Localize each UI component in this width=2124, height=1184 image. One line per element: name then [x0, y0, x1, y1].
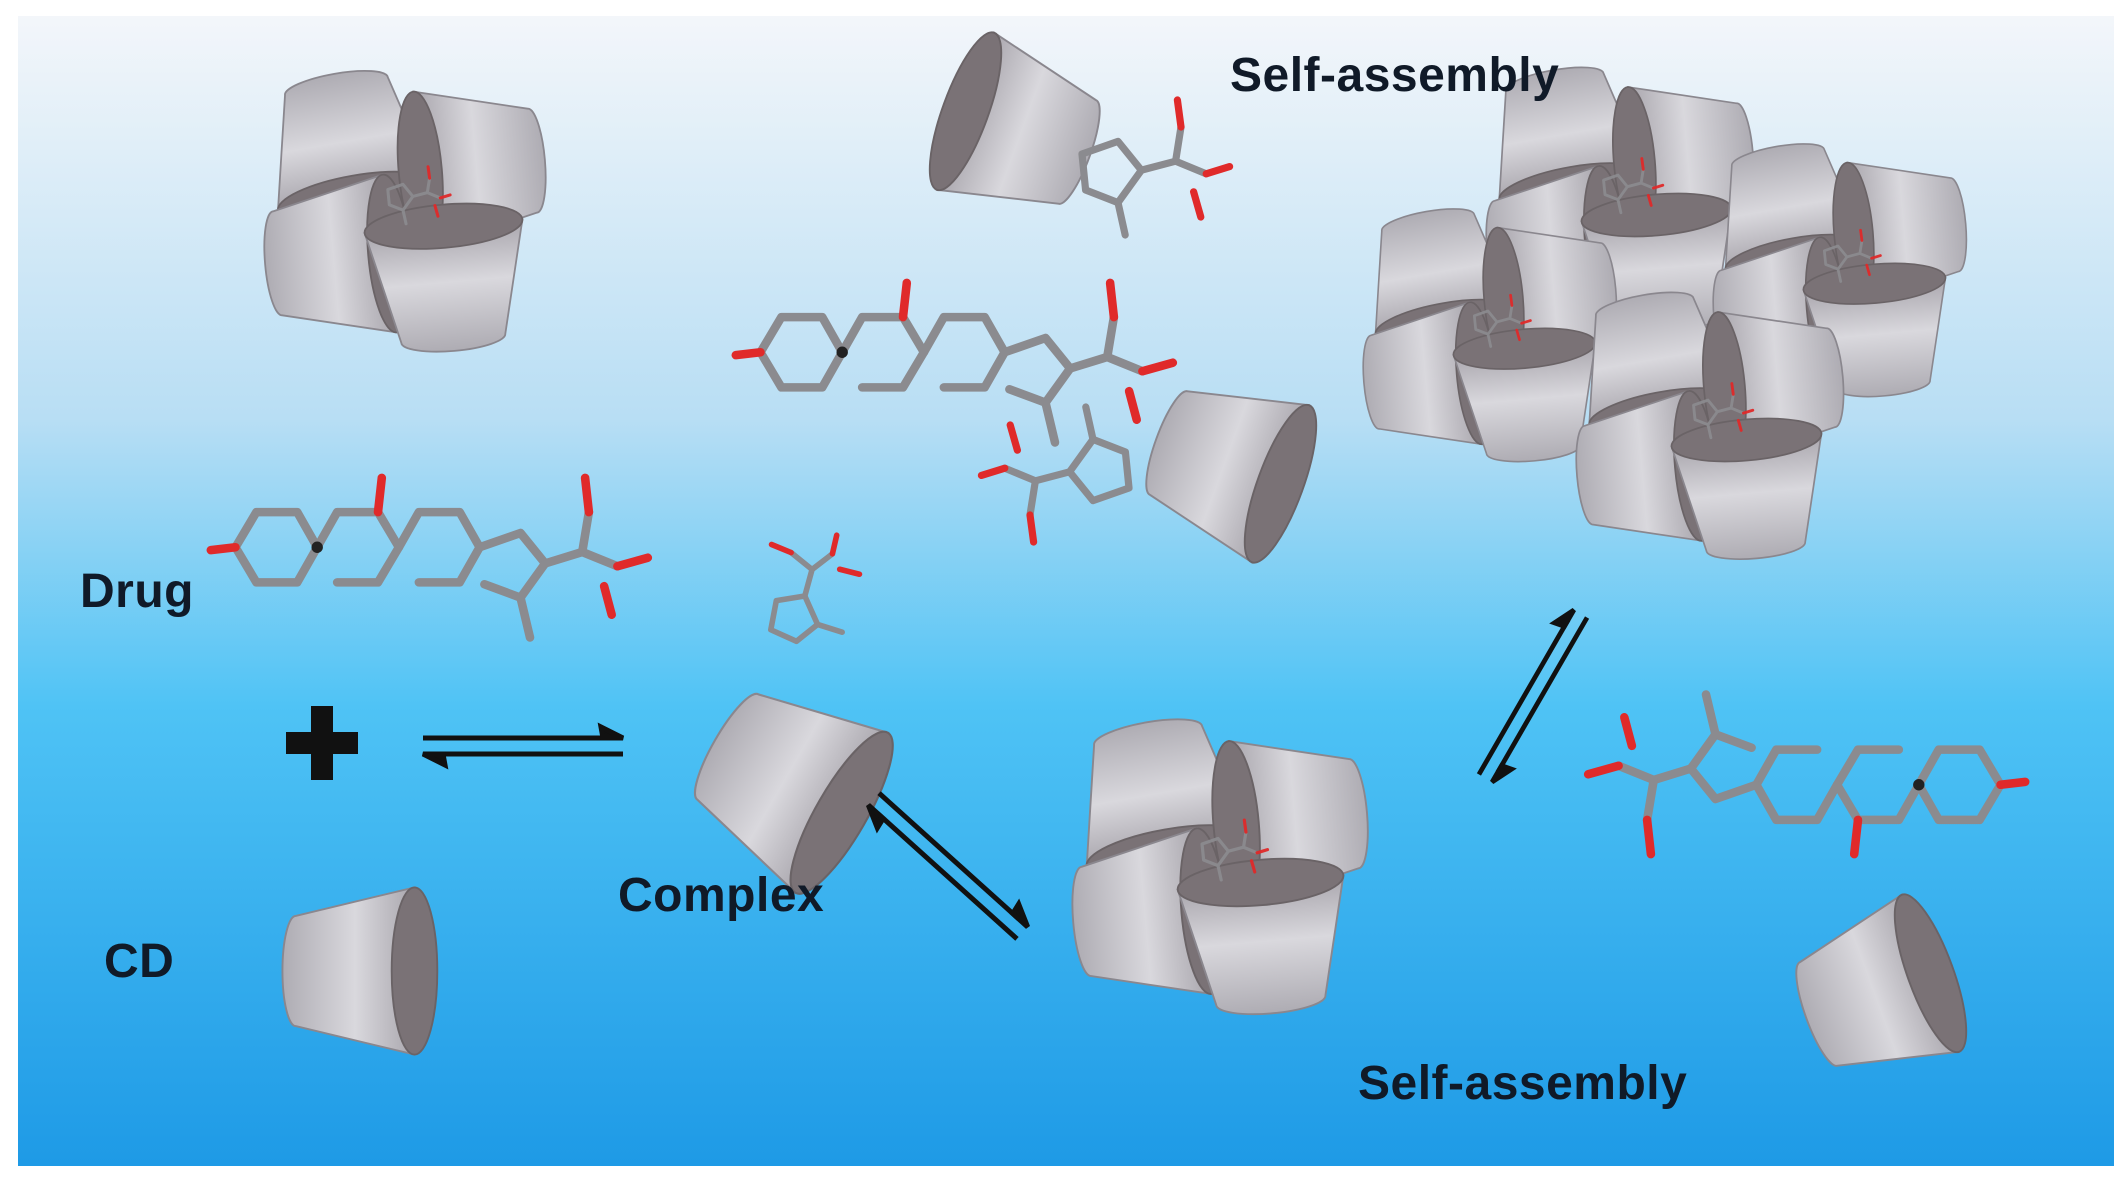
drug-label: Drug: [80, 565, 194, 618]
plus-icon: [286, 706, 358, 780]
self-assembly-top-label: Self-assembly: [1230, 49, 1560, 102]
self-assembly-diagram: Drug CD Complex Self-assembly Self-assem…: [18, 16, 2114, 1166]
self-assembly-bottom-label: Self-assembly: [1358, 1057, 1688, 1110]
cd-label: CD: [104, 935, 175, 988]
complex-label: Complex: [618, 869, 825, 922]
diagram-canvas: [18, 16, 2114, 1166]
